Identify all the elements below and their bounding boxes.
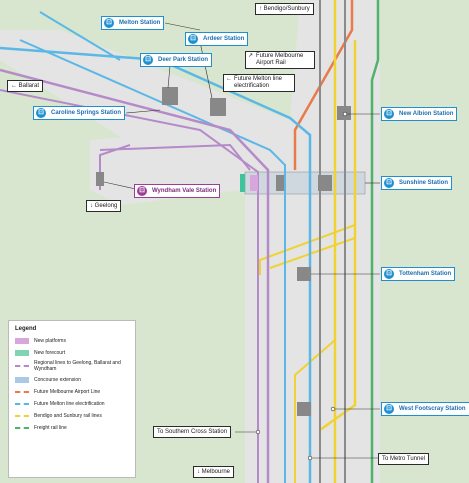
train-icon: ⊡ <box>384 269 394 279</box>
station-label-sunshine: ⊡Sunshine Station <box>381 176 453 190</box>
legend-item: Future Melbourne Airport Line <box>15 387 129 396</box>
train-icon: ⊡ <box>36 108 46 118</box>
note-airport-rail: ↗Future Melbourne Airport Rail <box>245 51 315 69</box>
legend-label: New forecourt <box>34 349 66 356</box>
legend-item: Future Melton line electrification <box>15 399 129 408</box>
legend-item: Freight rail line <box>15 423 129 432</box>
direction-metro-tunnel: To Metro Tunnel <box>378 453 430 465</box>
arrow-ne-icon: ↗ <box>248 53 254 59</box>
direction-ballarat: ← Ballarat <box>7 80 44 92</box>
legend-swatch <box>15 337 29 344</box>
freight-line <box>370 0 380 483</box>
melton-line-2 <box>39 11 121 61</box>
legend-swatch <box>15 402 29 405</box>
platform-ardeer <box>210 98 226 116</box>
station-label-ardeer: ⊡Ardeer Station <box>185 32 249 46</box>
legend-swatch <box>15 390 29 393</box>
station-label-west-footscray: ⊡West Footscray Station <box>381 402 469 416</box>
legend-label: New platforms <box>34 337 66 344</box>
legend-item: New platforms <box>15 336 129 345</box>
station-label-tottenham: ⊡Tottenham Station <box>381 267 456 281</box>
legend-label: Bendigo and Sunbury rail lines <box>34 412 102 419</box>
arrow-down-icon: ↓ <box>197 469 200 475</box>
regional-line-3 <box>99 143 251 171</box>
sunshine-concourse <box>244 171 366 195</box>
legend-label: Future Melbourne Airport Line <box>34 388 101 395</box>
arrow-up-icon: ↑ <box>259 6 262 12</box>
direction-geelong: ↓ Geelong <box>86 200 122 212</box>
train-icon: ⊡ <box>384 178 394 188</box>
platform-deer-park <box>162 87 178 105</box>
legend-label: Regional lines to Geelong, Ballarat and … <box>34 360 121 372</box>
arrow-left-icon: ← <box>11 83 17 89</box>
platform-tottenham <box>297 267 311 281</box>
legend-label: Future Melton line electrification <box>34 400 105 407</box>
new-forecourt <box>240 174 245 192</box>
legend-item: Concourse extension <box>15 375 129 384</box>
melton-line-1 <box>0 46 312 483</box>
direction-southern-cross: To Southern Cross Station <box>153 426 232 438</box>
platform-sunshine-1 <box>250 175 258 191</box>
regional-line-1 <box>0 68 270 483</box>
arrow-left-icon: ← <box>226 76 232 82</box>
bendigo-cross-3 <box>294 339 336 483</box>
train-icon: ⊡ <box>143 55 153 65</box>
legend-swatch <box>15 349 29 356</box>
platform-sunshine-3 <box>318 175 332 191</box>
station-label-caroline-springs: ⊡Caroline Springs Station <box>33 106 126 120</box>
arrow-down-icon: ↓ <box>90 203 93 209</box>
melton-line-3 <box>19 39 286 483</box>
legend-item: New forecourt <box>15 348 129 357</box>
platform-sunshine-2 <box>276 175 284 191</box>
legend-label: Freight rail line <box>34 424 67 431</box>
station-label-melton: ⊡Melton Station <box>101 16 165 30</box>
legend-label: Concourse extension <box>34 376 81 383</box>
train-icon: ⊡ <box>384 109 394 119</box>
train-icon: ⊡ <box>188 34 198 44</box>
direction-melbourne: ↓ Melbourne <box>193 466 235 478</box>
legend-item: Regional lines to Geelong, Ballarat and … <box>15 360 129 372</box>
legend-item: Bendigo and Sunbury rail lines <box>15 411 129 420</box>
legend-swatch <box>15 426 29 429</box>
station-label-new-albion: ⊡New Albion Station <box>381 107 458 121</box>
legend-swatch <box>15 414 29 417</box>
train-icon: ⊡ <box>104 18 114 28</box>
direction-bendigo-sunbury: ↑ Bendigo/Sunbury <box>255 3 314 15</box>
note-melton-electrification: ←Future Melton line electrification <box>223 74 295 92</box>
legend-swatch <box>15 376 29 383</box>
platform-west-footscray <box>297 402 311 416</box>
airport-line <box>293 0 354 170</box>
legend-title: Legend <box>15 326 37 332</box>
station-label-deer-park: ⊡Deer Park Station <box>140 53 213 67</box>
bendigo-line-2 <box>319 40 357 432</box>
train-icon: ⊡ <box>137 186 147 196</box>
train-icon: ⊡ <box>384 404 394 414</box>
legend-swatch <box>15 365 29 367</box>
platform-wyndham <box>96 172 104 186</box>
bendigo-cross-1 <box>259 224 356 275</box>
station-label-wyndham-vale: ⊡Wyndham Vale Station <box>134 184 221 198</box>
